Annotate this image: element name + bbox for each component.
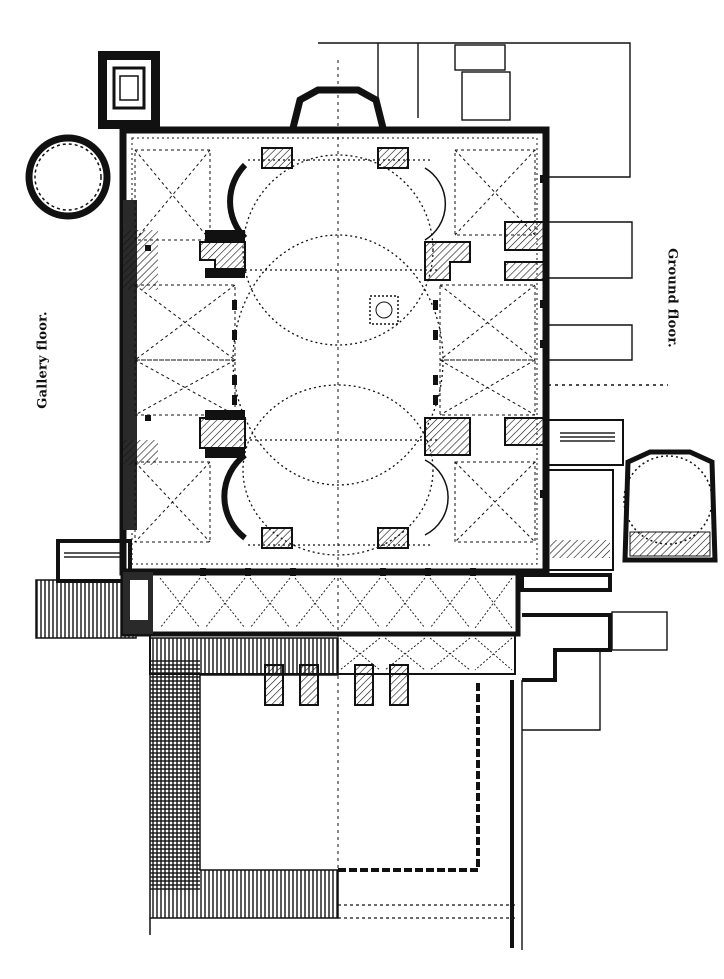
atrium-courtyard bbox=[149, 60, 515, 935]
narthex bbox=[120, 568, 521, 675]
gallery-floor-label: Gallery floor. bbox=[35, 311, 51, 409]
ground-floor-label: Ground floor. bbox=[664, 248, 680, 348]
exterior-context-lines bbox=[318, 42, 668, 950]
main-church-plan bbox=[119, 86, 550, 576]
outlying-structures bbox=[25, 51, 718, 682]
